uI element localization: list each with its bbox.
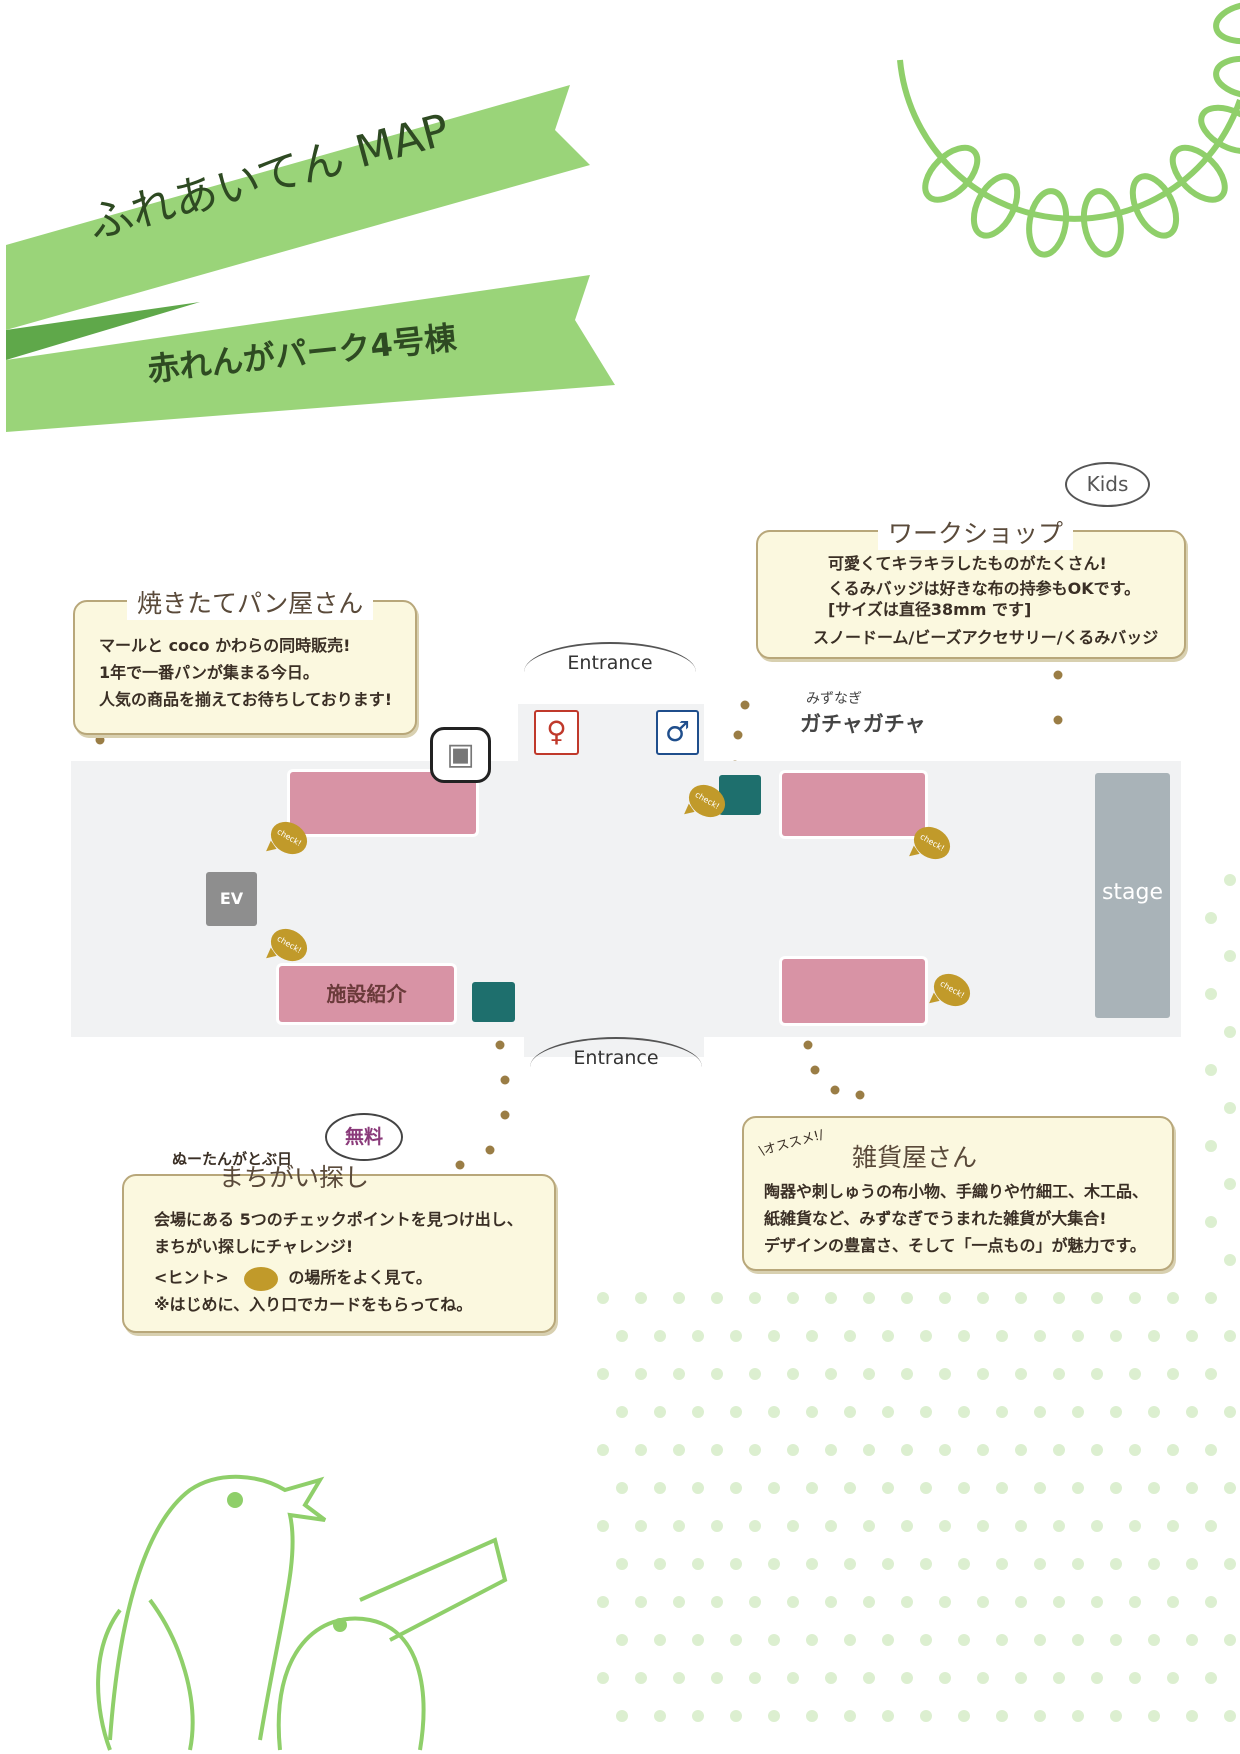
spot-line: まちがい探しにチャレンジ! [154,1237,354,1256]
elevator: EV [206,872,257,926]
bakery-title: 焼きたてパン屋さん [127,584,374,620]
bread-icon: ▣ [430,727,491,783]
bakery-card: 焼きたてパン屋さん マールと coco かわらの同時販売! 1年で一番パンが集ま… [73,584,417,735]
gacha-machine [719,775,761,815]
recommend-tag: \オススメ!/ [757,1127,826,1160]
gacha-sub-label: みずなぎ [806,691,862,707]
hint-text: の場所をよく見て。 [288,1268,432,1287]
spot-card: まちがい探し 会場にある 5つのチェックポイントを見つけ出し、 まちがい探しにチ… [122,1163,556,1333]
workshop-booth [782,773,925,836]
workshop-items: スノードーム/ビーズアクセサリー/くるみバッジ [813,628,1159,647]
spot-note: ※はじめに、入り口でカードをもらってね。 [154,1295,473,1314]
stage: stage [1095,773,1170,1018]
spot-line: 会場にある 5つのチェックポイントを見つけ出し、 [154,1210,523,1229]
dot-pattern [597,874,1236,1722]
workshop-line: [サイズは直径38mm です] [828,600,1032,619]
bakery-line: 1年で一番パンが集まる今日。 [99,663,319,682]
goods-line: デザインの豊富さ、そして「一点もの」が魅力です。 [764,1236,1146,1255]
spot-hint: <ヒント> の場所をよく見て。 [154,1264,523,1291]
gacha-label: ガチャガチャ [800,712,926,736]
workshop-card: ワークショップ 可愛くてキラキラしたものがたくさん! くるみバッジは好きな布の持… [756,514,1186,659]
spot-table [472,982,515,1022]
free-badge: 無料 [325,1113,403,1161]
goods-title: 雑貨屋さん [852,1143,978,1172]
hint-label: <ヒント> [154,1268,229,1287]
womens-restroom-icon: ♀ [534,710,579,755]
goods-line: 紙雑貨など、みずなぎでうまれた雑貨が大集合! [764,1209,1107,1228]
sun-icon [897,1,1240,258]
bakery-line: マールと coco かわらの同時販売! [99,636,351,655]
kids-badge: Kids [1065,462,1150,507]
check-icon [244,1266,279,1291]
entrance-label: Entrance [567,652,653,674]
bird-and-child-illustration [96,1474,508,1751]
mens-restroom-icon: ♂ [656,710,699,755]
goods-line: 陶器や刺しゅうの布小物、手織りや竹細工、木工品、 [764,1182,1149,1201]
spot-title: まちがい探し [219,1163,370,1192]
facility-booth: 施設紹介 [279,966,454,1022]
entrance-top-banner: Entrance [524,642,696,692]
workshop-line: くるみバッジは好きな布の持参もOKです。 [828,579,1141,598]
entrance-label: Entrance [573,1047,659,1069]
workshop-line: 可愛くてキラキラしたものがたくさん! [828,554,1107,573]
ribbon-title [6,85,615,432]
workshop-title: ワークショップ [878,514,1074,550]
goods-card: \オススメ!/ 雑貨屋さん 陶器や刺しゅうの布小物、手織りや竹細工、木工品、 紙… [742,1116,1174,1271]
goods-booth [782,959,925,1023]
spot-pre-label: ぬーたんがとぶ日 [172,1150,293,1168]
bakery-line: 人気の商品を揃えてお待ちしております! [99,690,393,709]
entrance-bottom-banner: Entrance [530,1037,702,1087]
